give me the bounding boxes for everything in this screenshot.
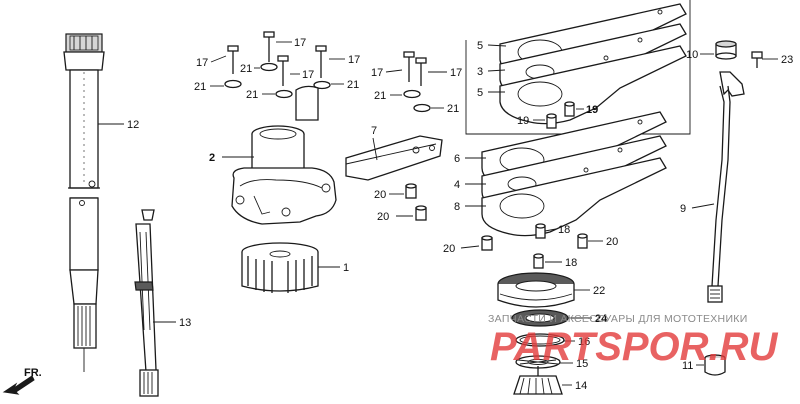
label-bolt-2: 17	[294, 37, 306, 49]
label-washer-5: 21	[374, 90, 386, 102]
dowel-group-upper	[546, 101, 575, 129]
label-dowel-3: 20	[443, 243, 455, 255]
label-dowel-1: 20	[374, 189, 386, 201]
label-gasket-lower-3: 8	[454, 201, 460, 213]
impeller-part	[241, 242, 319, 293]
drive-shaft-part	[134, 209, 159, 397]
pump-housing-part	[231, 85, 337, 225]
label-screw: 23	[781, 54, 793, 66]
bolt-group-left	[224, 31, 331, 99]
watermark-text: ЗАПЧАСТИ И АКСЕССУАРЫ ДЛЯ МОТОТЕХНИКИ	[488, 313, 748, 325]
plate-cover-part	[345, 135, 443, 181]
watermark-logo: PARTSPOR.RU	[490, 325, 779, 369]
shaft-housing-part	[63, 33, 105, 372]
label-washer-2: 21	[240, 63, 252, 75]
screw-part	[751, 51, 763, 68]
label-gasket-upper-2: 3	[477, 66, 483, 78]
dowel-group-lower	[533, 223, 588, 269]
label-grommet-top: 10	[686, 49, 698, 61]
label-dowel-18b: 18	[565, 257, 577, 269]
label-washer-6: 21	[447, 103, 459, 115]
label-grommet-bottom: 11	[682, 360, 693, 372]
pinion-gear-part	[513, 366, 563, 395]
label-gasket-upper-1: 5	[477, 40, 483, 52]
label-plate-cover: 7	[371, 125, 377, 137]
gasket-set-lower	[481, 111, 667, 237]
gasket-set-upper	[499, 3, 687, 125]
label-bolt-1: 17	[196, 57, 208, 69]
label-shaft-housing: 12	[127, 119, 139, 131]
label-oil-seal: 24	[595, 313, 608, 325]
o-ring-part	[515, 333, 565, 347]
label-bolt-4: 17	[302, 69, 314, 81]
label-washer-3: 21	[347, 79, 359, 91]
label-bearing-housing: 22	[593, 285, 605, 297]
label-o-ring: 16	[578, 336, 590, 348]
label-dowel-18a: 18	[558, 224, 570, 236]
bearing-housing-part	[497, 272, 575, 308]
label-gasket-lower-1: 6	[454, 153, 460, 165]
dowel-group-mid	[405, 183, 493, 251]
label-washer-1: 21	[194, 81, 206, 93]
label-thrust-bearing: 15	[576, 358, 588, 370]
bolt-group-mid	[403, 51, 431, 113]
direction-label: FR.	[24, 367, 42, 379]
label-dowel-19b: 19	[586, 104, 598, 116]
label-impeller: 1	[343, 262, 349, 274]
label-gasket-upper-3: 5	[477, 87, 483, 99]
front-direction-arrow-icon	[2, 375, 35, 395]
label-water-tube: 9	[680, 203, 686, 215]
label-bolt-5: 17	[371, 67, 383, 79]
label-bolt-6: 17	[450, 67, 462, 79]
oil-seal-part	[511, 309, 569, 327]
label-dowel-19a: 19	[517, 115, 529, 127]
label-washer-4: 21	[246, 89, 258, 101]
water-tube-part	[704, 40, 745, 376]
label-gasket-lower-2: 4	[454, 179, 460, 191]
label-pinion-gear: 14	[575, 380, 587, 392]
label-drive-shaft: 13	[179, 317, 191, 329]
label-dowel-20d: 20	[606, 236, 618, 248]
thrust-bearing-part	[515, 355, 561, 369]
label-dowel-2: 20	[377, 211, 389, 223]
label-pump-housing: 2	[209, 152, 215, 164]
label-bolt-3: 17	[348, 54, 360, 66]
